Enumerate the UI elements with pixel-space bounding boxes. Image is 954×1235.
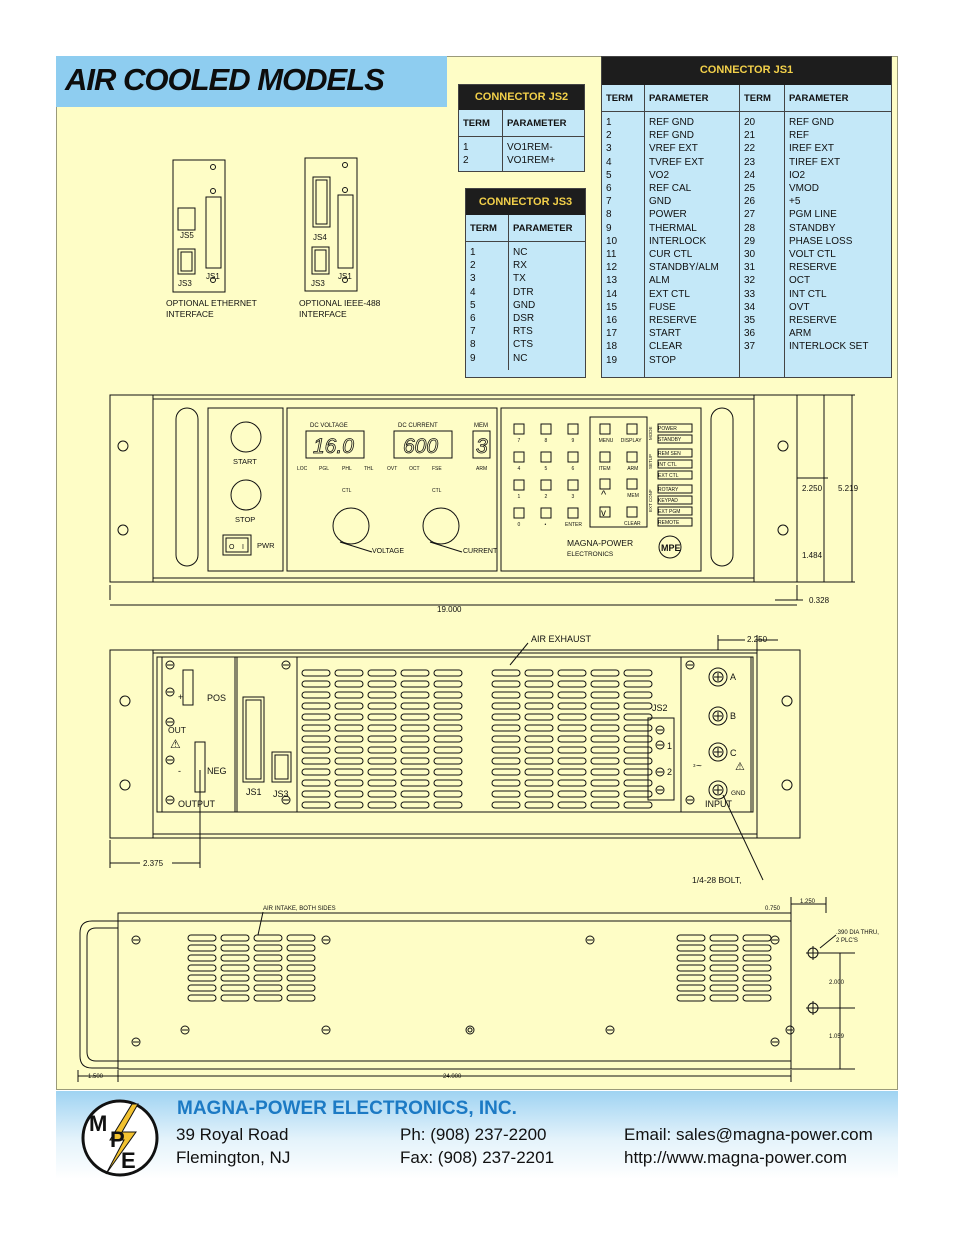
term-values-b: 20 21 22 23 24 25 26 27 28 29 30 31 32 3…	[739, 111, 785, 378]
param-header: PARAMETER	[502, 110, 584, 137]
term-header: TERM	[602, 85, 645, 112]
address-line-2: Flemington, NJ	[176, 1148, 291, 1167]
param-values-b: REF GND REF IREF EXT TIREF EXT IO2 VMOD …	[784, 111, 891, 378]
logo-letter-m: M	[89, 1111, 107, 1136]
footer-band: MAGNA-POWER ELECTRONICS, INC. 39 Royal R…	[56, 1091, 898, 1179]
page-title: AIR COOLED MODELS	[65, 62, 385, 97]
logo-letter-e: E	[121, 1148, 136, 1173]
email-link[interactable]: Email: sales@magna-power.com	[624, 1125, 873, 1144]
term-values: 1 2	[463, 142, 469, 167]
website-link[interactable]: http://www.magna-power.com	[624, 1148, 847, 1167]
connector-js2-title: CONNECTOR JS2	[459, 85, 584, 110]
connector-js3-title: CONNECTOR JS3	[466, 189, 585, 215]
phone-number: Ph: (908) 237-2200	[400, 1125, 547, 1144]
title-band: AIR COOLED MODELS	[56, 56, 447, 107]
term-header: TERM	[739, 85, 785, 112]
fax-number: Fax: (908) 237-2201	[400, 1148, 555, 1167]
term-header: TERM	[466, 215, 509, 242]
connector-js1-title: CONNECTOR JS1	[602, 57, 891, 85]
address-line-1: 39 Royal Road	[176, 1125, 289, 1144]
term-values: 1 2 3 4 5 6 7 8 9	[470, 247, 476, 364]
term-header: TERM	[459, 110, 503, 137]
mpe-logo: M P E	[81, 1099, 159, 1177]
param-values: NC RX TX DTR GND DSR RTS CTS NC	[508, 241, 585, 370]
param-header: PARAMETER	[784, 85, 891, 112]
connector-js1-table: CONNECTOR JS1 TERM PARAMETER TERM PARAME…	[601, 56, 892, 378]
param-values-a: REF GND REF GND VREF EXT TVREF EXT VO2 R…	[644, 111, 740, 378]
company-name: MAGNA-POWER ELECTRONICS, INC.	[177, 1098, 517, 1119]
param-values: VO1REM- VO1REM+	[502, 136, 584, 172]
logo-letter-p: P	[110, 1127, 125, 1152]
param-header: PARAMETER	[508, 215, 585, 242]
param-header: PARAMETER	[644, 85, 740, 112]
term-values-a: 1 2 3 4 5 6 7 8 9 10 11 12 13 14 15 16 1…	[606, 117, 618, 366]
